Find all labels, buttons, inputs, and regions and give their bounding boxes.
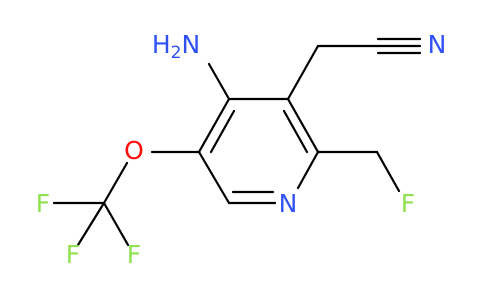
bond-c6-c5	[197, 150, 231, 205]
bond-c3-c2	[286, 97, 320, 154]
bond-o-cf3	[102, 161, 129, 205]
fluoro-label: F	[401, 189, 415, 218]
cf3-f3-label: F	[127, 240, 141, 269]
bond-c2-n1	[296, 150, 320, 190]
bond-c4-nh2	[207, 62, 231, 101]
nitrile-n-label: N	[428, 30, 447, 59]
cf3-f2-label: F	[66, 240, 80, 269]
bond-c5-c4-inner	[209, 109, 236, 154]
cf3-f1-label: F	[36, 189, 50, 218]
bond-ch2-f	[375, 150, 401, 193]
bond-c5-c4	[197, 97, 231, 154]
bond-c3-ch2	[286, 44, 320, 101]
bond-cf3-f2	[76, 201, 106, 247]
amino-label: H2N	[152, 30, 200, 63]
ring-n-label: N	[279, 189, 298, 218]
bond-c3-c2-inner	[282, 109, 309, 154]
bond-cf3-f3	[102, 201, 130, 247]
ether-o-label: O	[124, 136, 144, 165]
